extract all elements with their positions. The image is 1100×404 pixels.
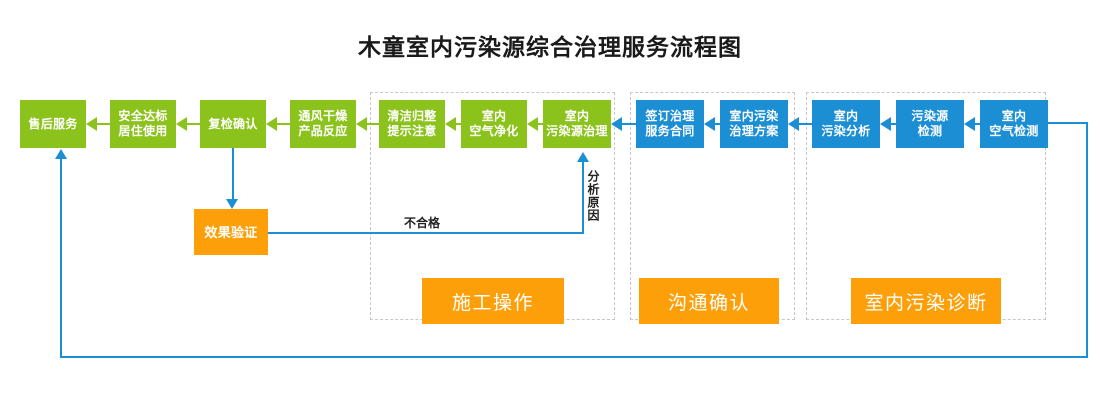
phase-label-communication-confirm[interactable]: 沟通确认	[639, 278, 779, 324]
connector-line	[617, 123, 636, 125]
node-label: 污染源 检测	[911, 109, 949, 138]
arrow-head-left	[176, 117, 187, 131]
connector-line	[451, 123, 461, 125]
node-label: 通风干燥 产品反应	[298, 109, 348, 138]
arrow-head-left	[704, 117, 715, 131]
node-label: 室内污染 治理方案	[729, 109, 779, 138]
arrow-head-left	[527, 117, 538, 131]
phase-label-construction-operation[interactable]: 施工操作	[422, 278, 564, 324]
return-connector-line	[1048, 122, 1088, 124]
connector-line	[533, 123, 543, 125]
node-cleaning-tidying[interactable]: 清洁归整 提示注意	[379, 100, 445, 148]
arrow-head-left	[445, 117, 456, 131]
connector-line	[362, 123, 379, 125]
connector-line	[92, 123, 110, 125]
node-indoor-pollution-treatment[interactable]: 室内 污染源治理	[543, 100, 611, 148]
node-sign-service-contract[interactable]: 签订治理 服务合同	[636, 100, 704, 148]
node-safety-standard-occupancy[interactable]: 安全达标 居住使用	[110, 100, 176, 148]
arrow-head-left	[788, 117, 799, 131]
phase-label-text: 施工操作	[451, 292, 534, 314]
node-recheck-confirmation[interactable]: 复检确认	[200, 100, 266, 148]
node-label: 售后服务	[28, 116, 78, 131]
connector-line	[794, 123, 812, 125]
node-after-sales-service[interactable]: 售后服务	[20, 100, 86, 148]
node-label: 安全达标 居住使用	[118, 109, 168, 138]
node-label: 室内 空气净化	[469, 109, 519, 138]
arrow-head-left	[266, 117, 277, 131]
return-connector-line	[60, 356, 1088, 358]
node-label: 室内 空气检测	[989, 109, 1039, 138]
edge-label-unqualified: 不合格	[404, 216, 441, 230]
arrow-head-up	[55, 149, 67, 159]
phase-label-text: 室内污染诊断	[864, 292, 988, 314]
connector-line	[582, 161, 584, 234]
node-label: 室内 污染分析	[821, 109, 871, 138]
connector-line	[268, 232, 584, 234]
node-label: 签订治理 服务合同	[645, 109, 695, 138]
connector-line	[710, 123, 720, 125]
connector-line	[232, 148, 234, 200]
page-title: 木童室内污染源综合治理服务流程图	[358, 34, 742, 60]
phase-label-text: 沟通确认	[667, 292, 750, 314]
node-treatment-plan[interactable]: 室内污染 治理方案	[720, 100, 788, 148]
arrow-head-left	[964, 117, 975, 131]
return-connector-line	[60, 158, 62, 358]
connector-line	[272, 123, 290, 125]
edge-label-analyze-cause: 分析原因	[586, 170, 600, 222]
connector-line	[182, 123, 200, 125]
arrow-head-up	[577, 152, 589, 162]
node-label: 效果验证	[204, 224, 258, 240]
node-label: 复检确认	[208, 116, 258, 131]
connector-line	[886, 123, 896, 125]
node-label: 室内 污染源治理	[546, 109, 608, 138]
node-pollution-source-detection[interactable]: 污染源 检测	[896, 100, 964, 148]
return-connector-line	[1086, 122, 1088, 358]
node-indoor-air-purification[interactable]: 室内 空气净化	[461, 100, 527, 148]
node-label: 清洁归整 提示注意	[387, 109, 437, 138]
arrow-head-left	[86, 117, 97, 131]
node-indoor-pollution-analysis[interactable]: 室内 污染分析	[812, 100, 880, 148]
node-effect-verification[interactable]: 效果验证	[194, 209, 268, 255]
connector-line	[970, 123, 980, 125]
node-indoor-air-detection[interactable]: 室内 空气检测	[980, 100, 1048, 148]
arrow-head-left	[611, 117, 622, 131]
arrow-head-left	[880, 117, 891, 131]
node-ventilation-drying[interactable]: 通风干燥 产品反应	[290, 100, 356, 148]
phase-label-indoor-pollution-diagnosis[interactable]: 室内污染诊断	[851, 278, 1001, 324]
arrow-head-down	[226, 199, 238, 209]
arrow-head-left	[356, 117, 367, 131]
